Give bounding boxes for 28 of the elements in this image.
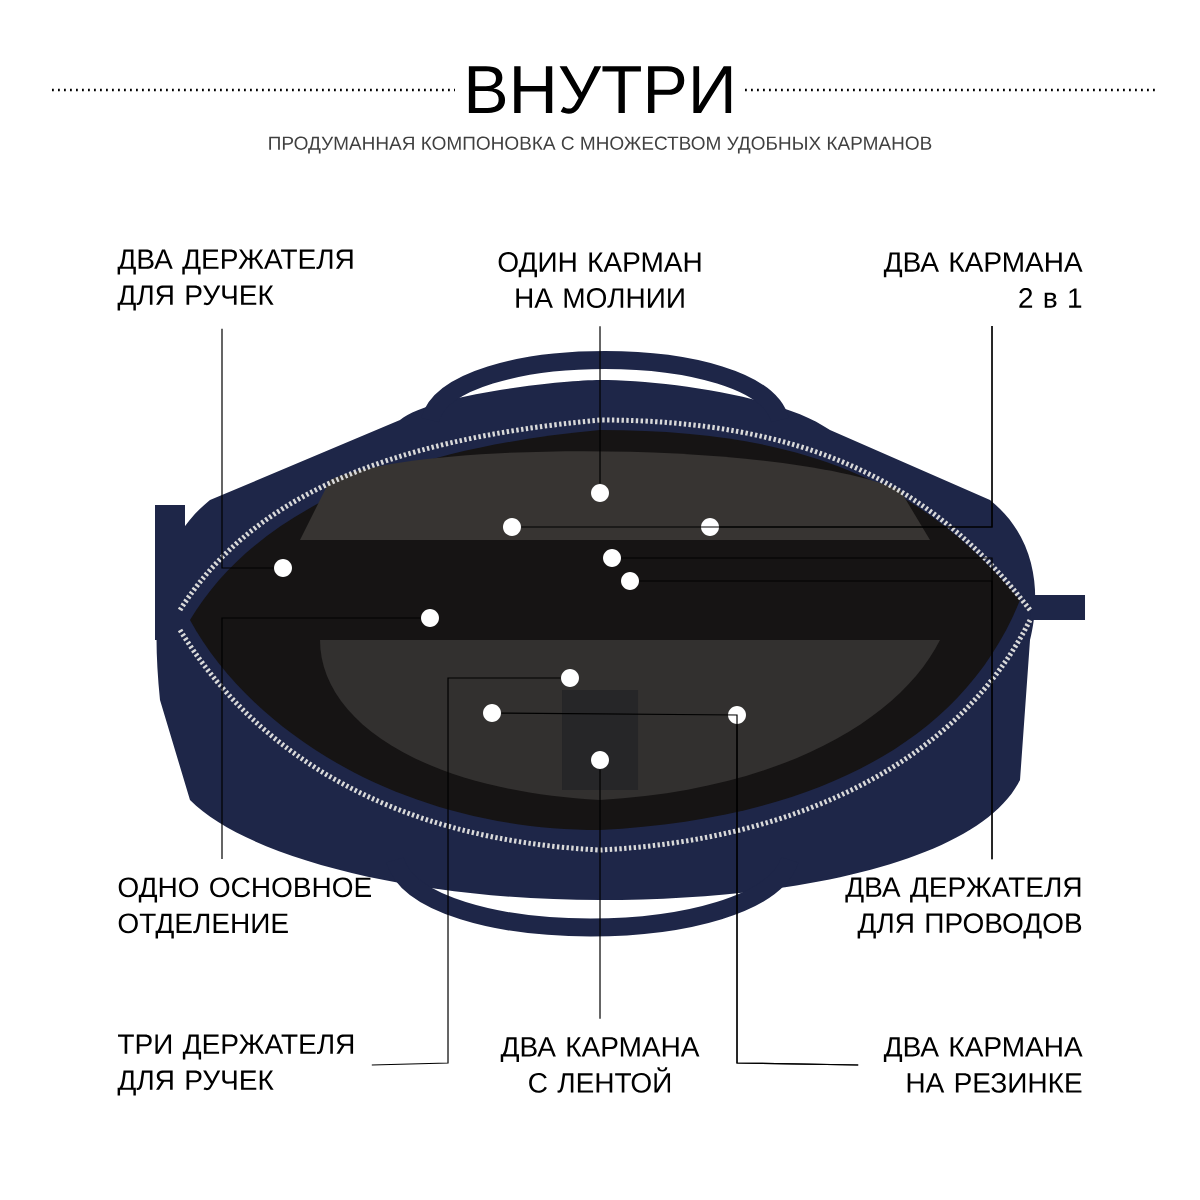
callout-label: ДВА ДЕРЖАТЕЛЯ ДЛЯ РУЧЕК bbox=[117, 249, 353, 311]
leader-line bbox=[221, 328, 275, 569]
callout-dot bbox=[603, 549, 621, 567]
callout-label: ДВА ДЕРЖАТЕЛЯ ДЛЯ ПРОВОДОВ bbox=[845, 877, 1082, 939]
callout-dot bbox=[728, 706, 746, 724]
callout-label: ОДНО ОСНОВНОЕ ОТДЕЛЕНИЕ bbox=[118, 877, 371, 939]
callout-label: ОДИН КАРМАН НА МОЛНИИ bbox=[498, 252, 701, 308]
callout-dot bbox=[701, 518, 719, 536]
leader-line bbox=[221, 617, 422, 860]
callout-dot bbox=[503, 518, 521, 536]
callout-label: ТРИ ДЕРЖАТЕЛЯ ДЛЯ РУЧЕК bbox=[117, 1034, 354, 1096]
callout-label: ДВА КАРМАНА 2 в 1 bbox=[883, 252, 1083, 308]
title: ВНУТРИ bbox=[468, 66, 732, 114]
leader-line bbox=[371, 677, 562, 1066]
leader-line bbox=[599, 768, 601, 1020]
leader-line bbox=[599, 325, 601, 485]
leader-line bbox=[520, 325, 993, 528]
callout-dot bbox=[561, 669, 579, 687]
callout-dot bbox=[274, 559, 292, 577]
callout-dot bbox=[591, 751, 609, 769]
callout-dot bbox=[483, 704, 501, 722]
subtitle: ПРОДУМАННАЯ КОМПОНОВКА С МНОЖЕСТВОМ УДОБНЫХ КАРМАНОВ bbox=[269, 136, 932, 154]
callout-dot bbox=[621, 572, 639, 590]
leader-line bbox=[500, 712, 859, 1066]
callout-dot bbox=[591, 484, 609, 502]
callout-dot bbox=[421, 609, 439, 627]
callout-label: ДВА КАРМАНА НА РЕЗИНКЕ bbox=[883, 1037, 1083, 1093]
callout-label: ДВА КАРМАНА С ЛЕНТОЙ bbox=[500, 1037, 700, 1093]
